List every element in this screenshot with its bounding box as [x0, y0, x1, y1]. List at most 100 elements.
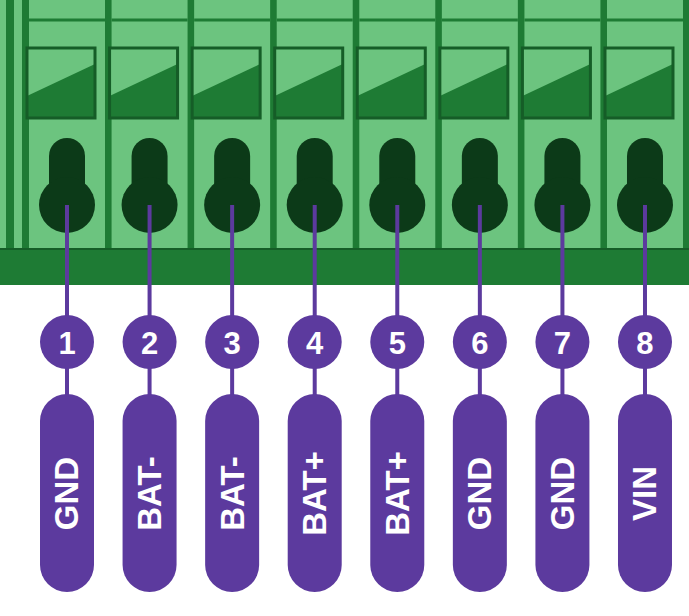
cell-ridge [607, 19, 683, 22]
pin-pill [288, 394, 342, 592]
pin-name-holder: VIN [628, 465, 661, 520]
pin-name-holder: GND [546, 456, 579, 529]
callout-circle [288, 315, 342, 369]
window-shade [357, 64, 425, 118]
callout-number: 6 [471, 328, 488, 359]
callout-circle [618, 315, 672, 369]
leader-line [395, 205, 399, 400]
leader-line [230, 205, 234, 400]
pin-callout [288, 205, 342, 592]
wire-window [275, 48, 343, 118]
terminal-housing [0, 0, 689, 285]
callout-number: 8 [636, 328, 653, 359]
callout-number: 2 [141, 328, 158, 359]
pin-callout [453, 205, 507, 592]
leader-line [643, 205, 647, 400]
callout-number-holder: 6 [471, 328, 488, 359]
pin-pill [205, 394, 259, 592]
wire-window [440, 48, 508, 118]
callout-number: 7 [554, 328, 571, 359]
pin-callout [205, 205, 259, 592]
cell-ridge [277, 19, 353, 22]
pin-callout [618, 205, 672, 592]
window-frame [357, 48, 425, 118]
window-frame [110, 48, 178, 118]
callout-circle [123, 315, 177, 369]
pin-pill [370, 394, 424, 592]
window-shade [27, 64, 95, 118]
pin-name-holder: GND [463, 456, 496, 529]
wire-window [605, 48, 673, 118]
pin-name: BAT- [133, 456, 166, 531]
cell-ridge [29, 19, 105, 22]
pin-name: GND [463, 456, 496, 529]
window-shade [605, 64, 673, 118]
leader-line [478, 205, 482, 400]
callout-number: 3 [224, 328, 241, 359]
wire-window [192, 48, 260, 118]
pin-pill [453, 394, 507, 592]
pin-pill [40, 394, 94, 592]
leader-line [560, 205, 564, 400]
base-line [0, 248, 689, 250]
pin-name-holder: BAT- [133, 456, 166, 531]
wire-window [522, 48, 590, 118]
callout-number-holder: 2 [141, 328, 158, 359]
cell-ridge [524, 19, 600, 22]
window-frame [275, 48, 343, 118]
pin-pill [618, 394, 672, 592]
window-frame [522, 48, 590, 118]
callout-number: 4 [306, 328, 323, 359]
callout-circle [205, 315, 259, 369]
pin-callout [123, 205, 177, 592]
pin-callout [370, 205, 424, 592]
wire-window [110, 48, 178, 118]
housing-edge [0, 0, 22, 248]
callout-number: 1 [58, 328, 75, 359]
pin-name: VIN [628, 465, 661, 520]
pin-name: GND [546, 456, 579, 529]
wire-window [27, 48, 95, 118]
cell-ridge [112, 19, 188, 22]
pin-callout [40, 205, 94, 592]
callout-number: 5 [389, 328, 406, 359]
callout-circle [370, 315, 424, 369]
pin-name: BAT+ [298, 451, 331, 536]
callout-number-holder: 5 [389, 328, 406, 359]
callout-circle [535, 315, 589, 369]
pin-name-holder: GND [51, 456, 84, 529]
pin-pill [123, 394, 177, 592]
wire-window [357, 48, 425, 118]
callout-number-holder: 8 [636, 328, 653, 359]
pin-name-holder: BAT+ [381, 451, 414, 536]
callout-number-holder: 7 [554, 328, 571, 359]
pin-name: BAT+ [381, 451, 414, 536]
pin-callout [535, 205, 589, 592]
pin-pill [535, 394, 589, 592]
cell-ridge [194, 19, 270, 22]
cell-ridge [359, 19, 435, 22]
leader-line [65, 205, 69, 400]
window-shade [275, 64, 343, 118]
pin-name: GND [51, 456, 84, 529]
window-shade [522, 64, 590, 118]
window-frame [605, 48, 673, 118]
window-frame [27, 48, 95, 118]
window-frame [440, 48, 508, 118]
callout-number-holder: 4 [306, 328, 323, 359]
window-shade [110, 64, 178, 118]
pin-name-holder: BAT- [216, 456, 249, 531]
window-shade [440, 64, 508, 118]
pin-name-holder: BAT+ [298, 451, 331, 536]
callout-number-holder: 3 [224, 328, 241, 359]
cell-ridge [442, 19, 518, 22]
leader-line [313, 205, 317, 400]
callout-circle [453, 315, 507, 369]
window-frame [192, 48, 260, 118]
pin-name: BAT- [216, 456, 249, 531]
window-shade [192, 64, 260, 118]
callout-number-holder: 1 [58, 328, 75, 359]
callout-circle [40, 315, 94, 369]
